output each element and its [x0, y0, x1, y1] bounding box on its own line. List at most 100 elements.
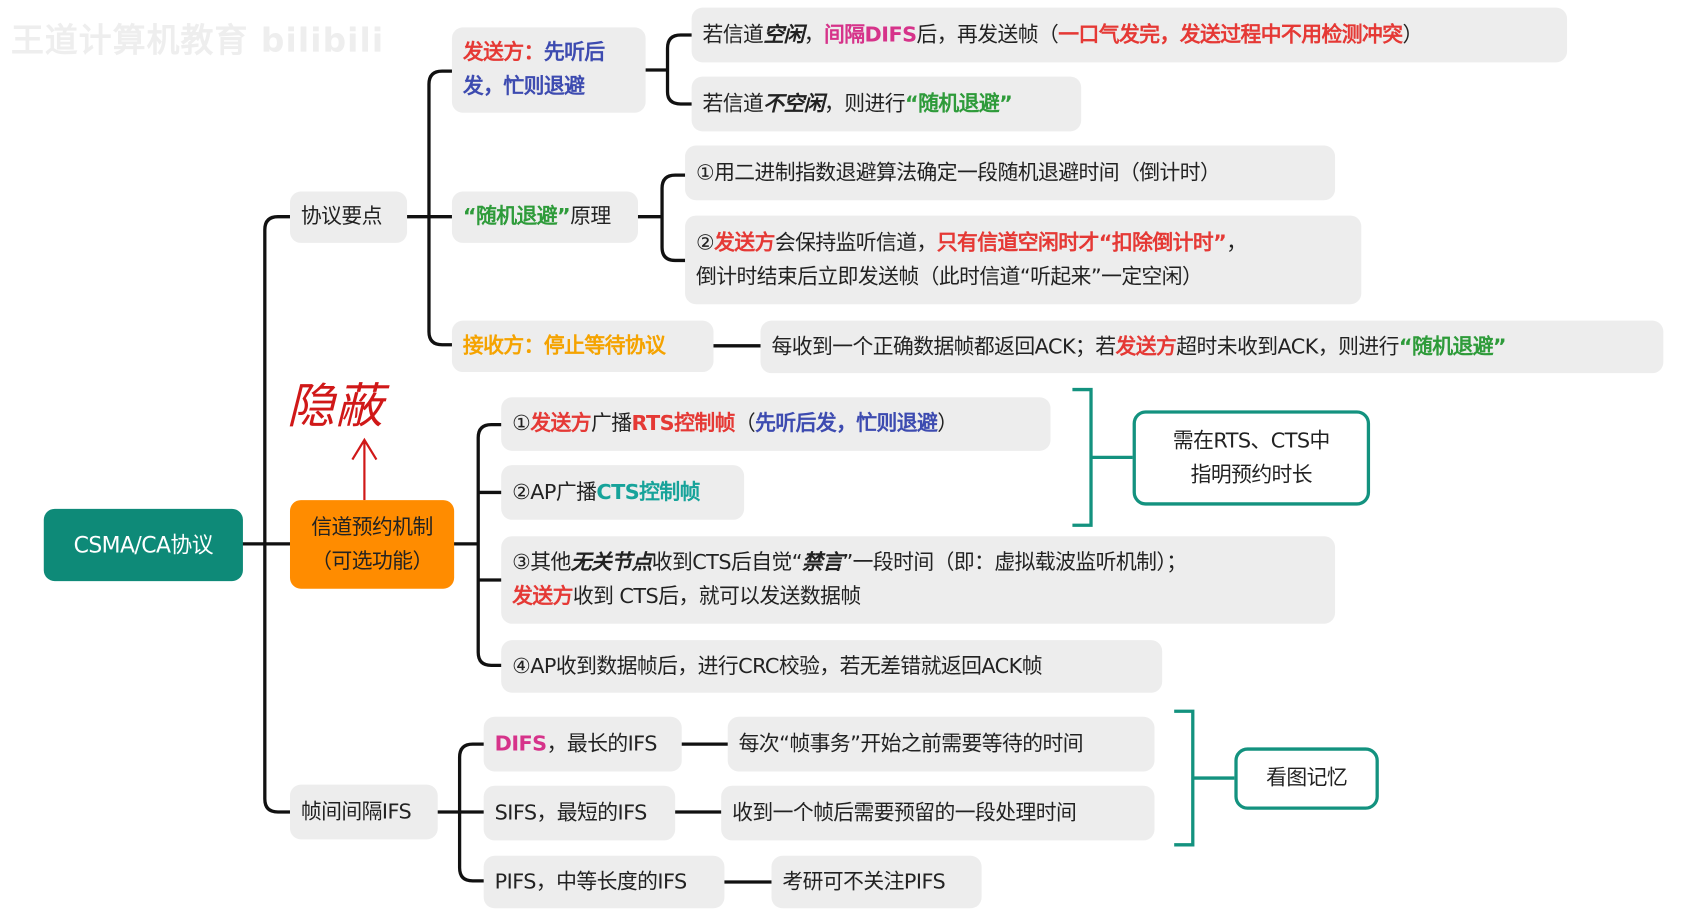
- text-segment: 若信道: [702, 22, 764, 47]
- handwritten-annotation: 隐蔽: [286, 378, 384, 435]
- text-line: ①发送方广播RTS控制帧（先听后发，忙则退避）: [512, 407, 1039, 441]
- text-segment: 看图记忆: [1266, 766, 1348, 791]
- text-segment: PIFS，中等长度的IFS: [494, 869, 688, 894]
- sender-busy-node[interactable]: 若信道不空闲，则进行“随机退避”: [691, 76, 1082, 132]
- text-segment: “随机退避”: [905, 91, 1013, 116]
- text-segment: 发送方: [714, 230, 775, 255]
- text-line: 信道预约机制: [311, 510, 433, 544]
- text-line: ②AP广播CTS控制帧: [512, 475, 733, 509]
- text-line: 若信道不空闲，则进行“随机退避”: [703, 87, 1071, 121]
- text-segment: 发，忙则退避: [462, 74, 585, 99]
- text-line: DIFS，最长的IFS: [495, 727, 671, 761]
- text-segment: 收到一个帧后需要预留的一段处理时间: [732, 800, 1077, 825]
- protocol-label: 协议要点: [300, 204, 383, 229]
- backoff-node[interactable]: “随机退避”原理: [451, 191, 638, 243]
- text-line: 看图记忆: [1266, 762, 1348, 796]
- text-line: ①用二进制指数退避算法确定一段随机退避时间（倒计时）: [696, 156, 1324, 190]
- text-segment: 会保持监听信道，: [774, 230, 938, 255]
- text-segment: 后，再发送帧（: [916, 22, 1059, 47]
- protocol-node[interactable]: 协议要点: [289, 191, 408, 243]
- text-segment: ②: [695, 230, 715, 255]
- backoff-step2-node[interactable]: ②发送方会保持监听信道，只有信道空闲时才“扣除倒计时”， 倒计时结束后立即发送帧（…: [685, 215, 1362, 305]
- text-segment: 发送方: [1115, 334, 1177, 359]
- reservation-step1-node[interactable]: ①发送方广播RTS控制帧（先听后发，忙则退避）: [501, 397, 1051, 451]
- difs-desc-node[interactable]: 每次“帧事务”开始之前需要等待的时间: [727, 716, 1155, 772]
- text-segment: 信道预约机制: [311, 514, 433, 539]
- ifs-label: 帧间间隔IFS: [300, 799, 412, 824]
- text-segment: 收到 CTS后，就可以发送数据帧: [572, 584, 861, 609]
- text-line: 需在RTS、CTS中: [1173, 424, 1330, 458]
- text-line: 发，忙则退避: [463, 70, 635, 104]
- text-line: 考研可不关注PIFS: [782, 865, 970, 899]
- ifs-branch-line: [436, 742, 486, 883]
- text-segment: 接收方：停止等待协议: [462, 333, 666, 358]
- text-segment: 需在RTS、CTS中: [1172, 428, 1330, 453]
- text-segment: ，则进行: [824, 91, 906, 116]
- text-segment: ②AP广播: [512, 479, 597, 504]
- receiver-node[interactable]: 接收方：停止等待协议: [451, 320, 714, 373]
- reservation-step3-node[interactable]: ③其他无关节点收到CTS后自觉“禁言”一段时间（即：虚拟载波监听机制）； 发送方…: [501, 536, 1336, 624]
- text-segment: 不空闲: [763, 91, 825, 116]
- reservation-step4-node[interactable]: ④AP收到数据帧后，进行CRC校验，若无差错就返回ACK帧: [501, 640, 1163, 693]
- text-line: 倒计时结束后立即发送帧（此时信道“听起来”一定空闲）: [696, 260, 1350, 294]
- text-segment: “随机退避”: [1398, 334, 1507, 359]
- sender-node[interactable]: 发送方：先听后发，忙则退避: [451, 27, 646, 113]
- ifs-desc-connectors: [673, 742, 774, 884]
- difs-node[interactable]: DIFS，最长的IFS: [483, 716, 682, 772]
- text-line: PIFS，中等长度的IFS: [495, 865, 714, 899]
- annotation-arrow: [351, 437, 378, 501]
- text-segment: 超时未收到ACK，则进行: [1176, 334, 1399, 359]
- text-segment: 考研可不关注PIFS: [782, 869, 946, 894]
- text-line: ③其他无关节点收到CTS后自觉“禁言”一段时间（即：虚拟载波监听机制）；: [512, 546, 1324, 580]
- rts-cts-bracket: [1072, 387, 1133, 527]
- root-node[interactable]: CSMA/CA协议: [43, 508, 243, 582]
- text-segment: ）: [1402, 22, 1423, 47]
- text-line: 收到一个帧后需要预留的一段处理时间: [732, 796, 1143, 830]
- backoff-branch-line: [636, 173, 687, 263]
- text-segment: ④AP收到数据帧后，进行CRC校验，若无差错就返回ACK帧: [512, 653, 1042, 678]
- text-line: 接收方：停止等待协议: [463, 329, 703, 363]
- text-segment: 空闲: [763, 22, 804, 47]
- text-segment: 每次“帧事务”开始之前需要等待的时间: [738, 731, 1084, 756]
- text-segment: 收到CTS后自觉“: [651, 550, 803, 575]
- reservation-note-box[interactable]: 需在RTS、CTS中指明预约时长: [1132, 410, 1371, 506]
- text-segment: ”一段时间（即：虚拟载波监听机制）；: [842, 550, 1187, 575]
- text-segment: 间隔DIFS: [824, 22, 917, 47]
- text-segment: 发送方：: [462, 40, 545, 65]
- ifs-note-box[interactable]: 看图记忆: [1234, 747, 1379, 810]
- text-segment: 倒计时结束后立即发送帧（此时信道“听起来”一定空闲）: [695, 264, 1203, 289]
- main-branch-line: [263, 215, 292, 814]
- text-line: 发送方收到 CTS后，就可以发送数据帧: [512, 580, 1324, 614]
- text-line: 若信道空闲，间隔DIFS后，再发送帧（一口气发完，发送过程中不用检测冲突）: [703, 18, 1557, 52]
- text-segment: ③其他: [512, 550, 571, 575]
- pifs-desc-node[interactable]: 考研可不关注PIFS: [771, 855, 982, 909]
- text-line: “随机退避”原理: [463, 200, 627, 234]
- backoff-step1-node[interactable]: ①用二进制指数退避算法确定一段随机退避时间（倒计时）: [685, 145, 1336, 201]
- sifs-desc-node[interactable]: 收到一个帧后需要预留的一段处理时间: [721, 785, 1155, 841]
- text-segment: 广播: [590, 411, 632, 436]
- reservation-node[interactable]: 信道预约机制 （可选功能）: [289, 500, 455, 589]
- text-segment: 发送方: [530, 411, 591, 436]
- pifs-node[interactable]: PIFS，中等长度的IFS: [483, 855, 725, 909]
- receiver-detail-node[interactable]: 每收到一个正确数据帧都返回ACK；若发送方超时未收到ACK，则进行“随机退避”: [760, 320, 1664, 374]
- text-segment: 只有信道空闲时才“扣除倒计时”: [936, 230, 1227, 255]
- text-segment: ①用二进制指数退避算法确定一段随机退避时间（倒计时）: [695, 160, 1221, 185]
- text-segment: DIFS: [494, 731, 548, 756]
- reservation-step2-node[interactable]: ②AP广播CTS控制帧: [501, 465, 745, 520]
- sifs-node[interactable]: SIFS，最短的IFS: [483, 785, 676, 841]
- root-label: CSMA/CA协议: [73, 531, 214, 558]
- text-segment: 原理: [570, 204, 611, 229]
- text-line: ②发送方会保持监听信道，只有信道空闲时才“扣除倒计时”，: [696, 226, 1350, 260]
- text-segment: ，: [803, 22, 825, 47]
- protocol-branch-line: [427, 69, 454, 347]
- text-segment: 发送方: [512, 584, 573, 609]
- watermark: 王道计算机教育 bilibili: [10, 21, 385, 61]
- text-segment: ，: [1226, 230, 1247, 255]
- ifs-node[interactable]: 帧间间隔IFS: [289, 784, 438, 840]
- text-segment: （可选功能）: [311, 548, 433, 573]
- text-line: 指明预约时长: [1191, 458, 1313, 492]
- text-line: SIFS，最短的IFS: [495, 796, 665, 830]
- sender-idle-node[interactable]: 若信道空闲，间隔DIFS后，再发送帧（一口气发完，发送过程中不用检测冲突）: [691, 7, 1568, 63]
- text-line: ④AP收到数据帧后，进行CRC校验，若无差错就返回ACK帧: [512, 649, 1151, 683]
